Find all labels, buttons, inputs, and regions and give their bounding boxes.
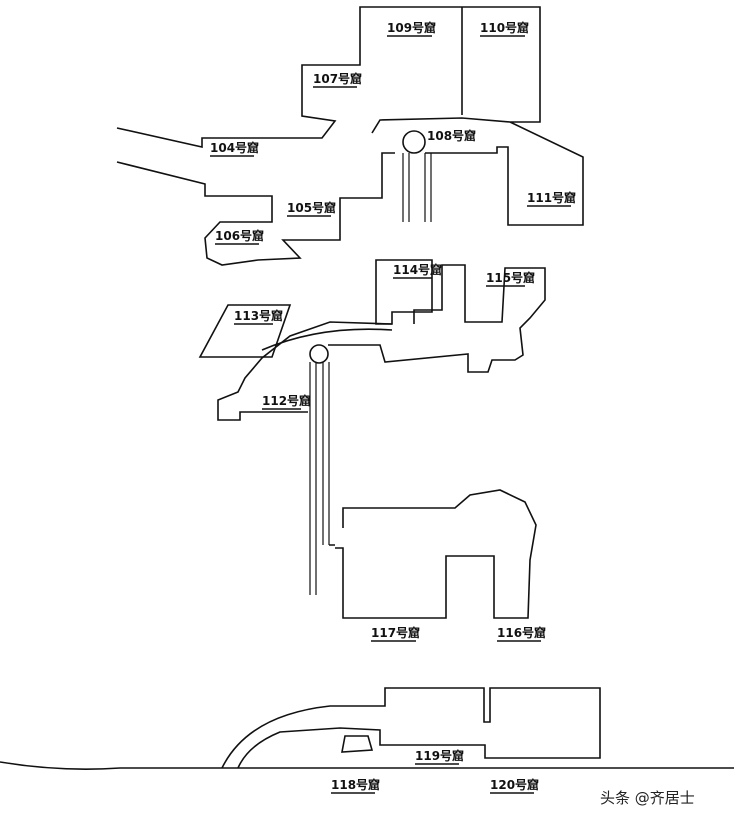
room-label-108: 108号窟 bbox=[427, 128, 476, 143]
room-label-112: 112号窟 bbox=[262, 393, 311, 408]
shaft-circle-middle bbox=[309, 344, 329, 364]
room-label-109: 109号窟 bbox=[387, 20, 436, 35]
room-label-113: 113号窟 bbox=[234, 308, 283, 323]
lower-cave-group bbox=[0, 687, 734, 770]
cave-outline-118-119 bbox=[221, 687, 601, 769]
room-label-116: 116号窟 bbox=[497, 625, 546, 640]
shaft-circle-upper bbox=[402, 130, 426, 154]
cave-outline-116-117 bbox=[329, 489, 537, 619]
room-label-107: 107号窟 bbox=[313, 71, 362, 86]
room-label-104: 104号窟 bbox=[210, 140, 259, 155]
cliff-base-line bbox=[0, 761, 734, 770]
cave-outline-113 bbox=[198, 304, 292, 358]
room-label-110: 110号窟 bbox=[480, 20, 529, 35]
room-labels: 109号窟 110号窟 107号窟 108号窟 104号窟 111号窟 105号… bbox=[210, 20, 576, 794]
room-label-118: 118号窟 bbox=[331, 777, 380, 792]
corridor-middle bbox=[309, 362, 330, 595]
room-label-111: 111号窟 bbox=[527, 190, 576, 205]
room-label-105: 105号窟 bbox=[287, 200, 336, 215]
middle-cave-group bbox=[198, 259, 546, 619]
cave-niche-118 bbox=[341, 735, 374, 753]
cave-outline-104-105-106 bbox=[116, 6, 584, 266]
cave-arch-112 bbox=[261, 328, 393, 351]
room-label-106: 106号窟 bbox=[215, 228, 264, 243]
room-label-119: 119号窟 bbox=[415, 748, 464, 763]
watermark-text: 头条 @齐居士 bbox=[600, 789, 695, 807]
room-label-117: 117号窟 bbox=[371, 625, 420, 640]
corridor-upper bbox=[402, 153, 432, 222]
room-label-114: 114号窟 bbox=[393, 262, 442, 277]
cave-outline-115-112 bbox=[217, 264, 546, 421]
upper-cave-group bbox=[116, 6, 584, 266]
room-label-120: 120号窟 bbox=[490, 777, 539, 792]
room-label-115: 115号窟 bbox=[486, 270, 535, 285]
cave-inner-wall-108 bbox=[371, 117, 511, 134]
